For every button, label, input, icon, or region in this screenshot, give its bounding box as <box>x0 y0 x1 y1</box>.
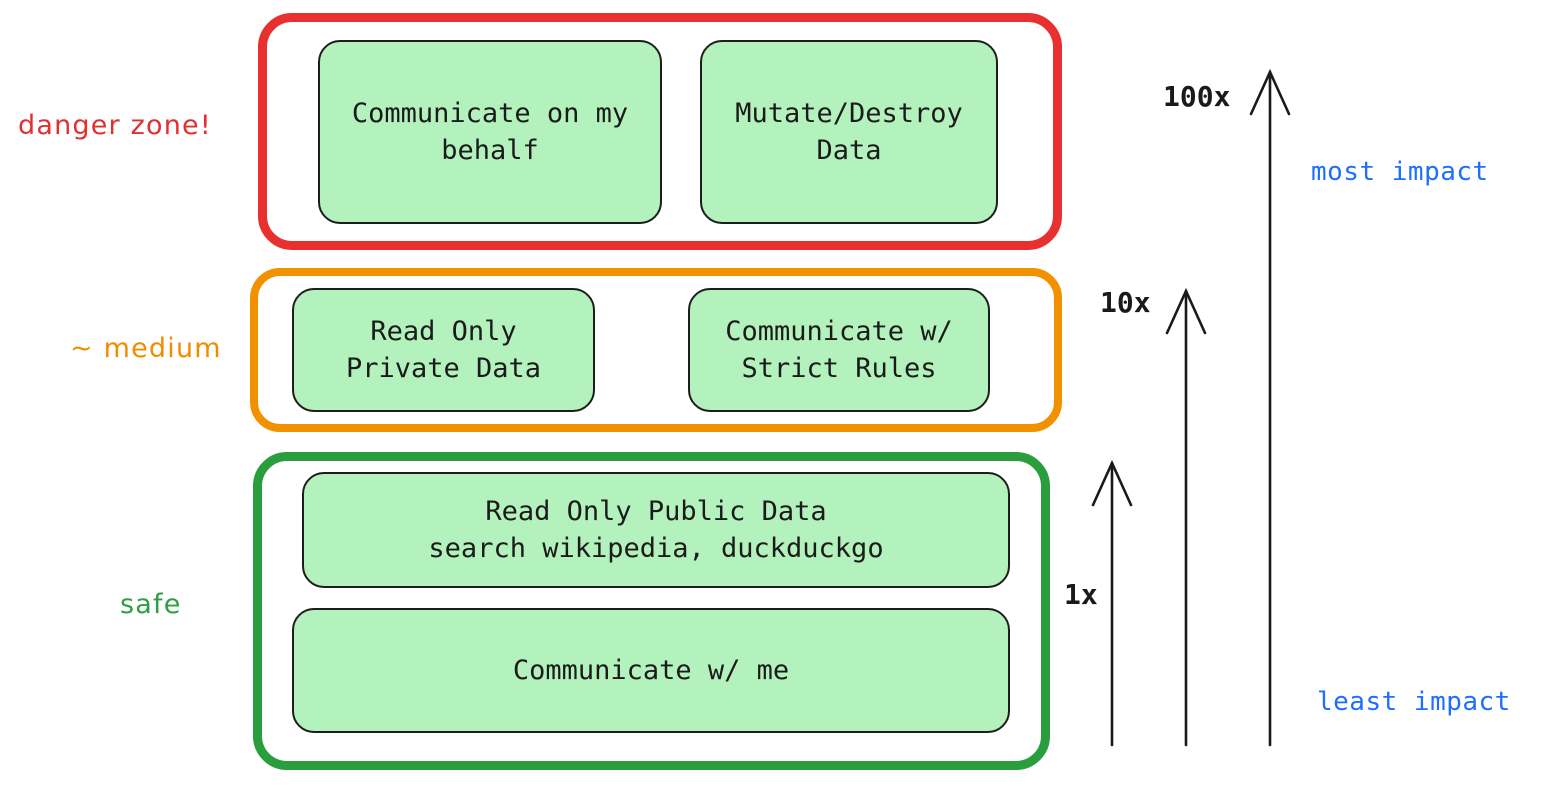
legend-most-impact: most impact <box>1311 157 1489 187</box>
zone-label-danger: danger zone! <box>18 110 212 141</box>
scale-label-1x: 1x <box>1064 578 1098 611</box>
capability-read-only-public-data[interactable]: Read Only Public Data search wikipedia, … <box>302 472 1010 588</box>
zone-medium <box>250 268 1062 432</box>
capability-communicate-with-strict-rules[interactable]: Communicate w/ Strict Rules <box>688 288 990 412</box>
capability-communicate-with-me[interactable]: Communicate w/ me <box>292 608 1010 733</box>
arrow-10x <box>1165 287 1207 747</box>
zone-label-safe: safe <box>120 589 182 620</box>
arrow-100x <box>1249 68 1291 747</box>
capability-read-only-private-data[interactable]: Read Only Private Data <box>292 288 595 412</box>
scale-label-10x: 10x <box>1100 286 1151 319</box>
zone-label-medium: ~ medium <box>70 333 222 364</box>
arrow-1x <box>1091 459 1133 747</box>
capability-communicate-on-my-behalf[interactable]: Communicate on my behalf <box>318 40 662 224</box>
capability-mutate-destroy-data[interactable]: Mutate/Destroy Data <box>700 40 998 224</box>
zone-safe <box>253 452 1050 770</box>
zone-danger <box>258 13 1062 250</box>
legend-least-impact: least impact <box>1317 687 1511 717</box>
scale-label-100x: 100x <box>1163 80 1231 113</box>
